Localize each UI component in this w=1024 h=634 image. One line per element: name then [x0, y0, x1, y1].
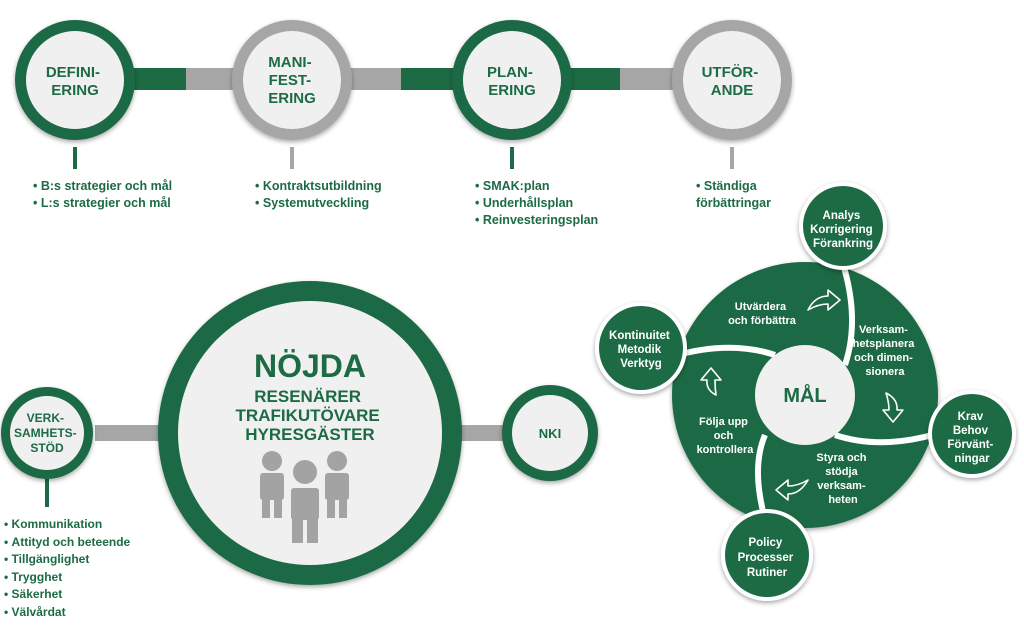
center-title: NÖJDA — [254, 348, 366, 384]
stem-1 — [73, 147, 77, 169]
list-item: Säkerhet — [4, 586, 130, 604]
connector-2b — [401, 68, 457, 90]
center-node: NÖJDA RESENÄRER TRAFIKUTÖVARE HYRESGÄSTE… — [158, 281, 462, 585]
list-item: Välvårdat — [4, 604, 130, 622]
nki-node: NKI — [502, 385, 598, 481]
stem-support — [45, 477, 49, 507]
connector-3b — [620, 68, 676, 90]
nki-face — [512, 395, 588, 471]
arrow-right-icon — [882, 392, 904, 423]
process-step-2: MANI- FEST- ERING — [232, 20, 352, 140]
process-connectors — [73, 68, 734, 169]
list-item: Kontraktsutbildning — [255, 178, 382, 195]
center-connectors — [45, 425, 507, 507]
satellite-top-label: Analys Korrigering Förankring — [810, 210, 876, 250]
satellite-top: Analys Korrigering Förankring — [799, 182, 887, 270]
phase-steer: Styra och stödja verksam- heten — [816, 452, 869, 506]
stem-4 — [730, 147, 734, 169]
list-item: Reinvesteringsplan — [475, 212, 598, 229]
step-1-face — [26, 31, 124, 129]
satellite-bottom: Policy Processer Rutiner — [721, 509, 813, 601]
support-node: VERK- SAMHETS- STÖD — [1, 387, 93, 479]
connector-1a — [130, 68, 186, 90]
list-item: B:s strategier och mål — [33, 178, 172, 195]
satellite-bottom-face — [725, 513, 809, 597]
process-step-1: DEFINI- ERING — [15, 20, 135, 140]
step-3-face — [463, 31, 561, 129]
arrow-bottom-icon — [775, 479, 809, 501]
phase-follow-up: Följa upp och kontrollera — [697, 416, 755, 456]
satellite-right-label: Krav Behov Förvänt- ningar — [947, 411, 996, 465]
step-4-bullets: Ständiga förbättringar — [696, 178, 788, 212]
step-4-face — [683, 31, 781, 129]
arrow-left-icon — [700, 367, 722, 396]
stem-3 — [510, 147, 514, 169]
step-3-label: PLAN- ERING — [487, 64, 537, 99]
list-item: Tillgänglighet — [4, 551, 130, 569]
satellite-right-face — [932, 394, 1012, 474]
cycle-diagram: MÅL Utvärdera och förbättra Verksam- het… — [595, 182, 1016, 601]
nki-label: NKI — [539, 426, 561, 441]
arrow-top-icon — [807, 289, 841, 311]
step-4-label: UTFÖR- ANDE — [702, 64, 763, 99]
support-label: VERK- SAMHETS- STÖD — [14, 411, 80, 455]
step-2-face — [243, 31, 341, 129]
process-step-4: UTFÖR- ANDE — [672, 20, 792, 140]
step-3-bullets: SMAK:plan Underhållsplan Reinvesteringsp… — [475, 178, 598, 229]
list-item: Ständiga förbättringar — [696, 178, 788, 212]
stem-2 — [290, 147, 294, 169]
list-item: SMAK:plan — [475, 178, 598, 195]
list-item: Underhållsplan — [475, 195, 598, 212]
satellite-bottom-label: Policy Processer Rutiner — [738, 537, 797, 579]
satellite-left-label: Kontinuitet Metodik Verktyg — [609, 330, 673, 370]
support-face — [10, 396, 84, 470]
process-step-3: PLAN- ERING — [452, 20, 572, 140]
step-2-label: MANI- FEST- ERING — [268, 54, 316, 107]
connector-3a — [565, 68, 620, 90]
list-item: Kommunikation — [4, 516, 130, 534]
connector-2a — [345, 68, 401, 90]
satellite-right: Krav Behov Förvänt- ningar — [928, 390, 1016, 478]
step-1-bullets: B:s strategier och mål L:s strategier oc… — [33, 178, 172, 212]
satellite-left: Kontinuitet Metodik Verktyg — [595, 302, 687, 394]
center-lines: RESENÄRER TRAFIKUTÖVARE HYRESGÄSTER — [236, 387, 385, 444]
list-item: Trygghet — [4, 569, 130, 587]
satellite-top-face — [803, 186, 883, 266]
step-1-label: DEFINI- ERING — [46, 64, 104, 99]
connector-center-nki — [452, 425, 507, 441]
list-item: Attityd och beteende — [4, 534, 131, 552]
step-2-bullets: Kontraktsutbildning Systemutveckling — [255, 178, 382, 212]
cycle-center — [755, 345, 855, 445]
support-bullets: Kommunikation Attityd och beteende Tillg… — [4, 516, 131, 622]
people-group-icon — [260, 451, 349, 543]
phase-evaluate: Utvärdera och förbättra — [728, 301, 797, 327]
connector-support-center — [95, 425, 167, 441]
phase-plan: Verksam- hetsplanera och dimen- sionera — [853, 324, 918, 378]
cycle-center-label: MÅL — [783, 383, 826, 407]
center-face — [178, 301, 442, 565]
satellite-left-face — [599, 306, 683, 390]
list-item: L:s strategier och mål — [33, 195, 172, 212]
cycle-arrows — [700, 289, 904, 501]
connector-1b — [186, 68, 242, 90]
list-item: Systemutveckling — [255, 195, 382, 212]
